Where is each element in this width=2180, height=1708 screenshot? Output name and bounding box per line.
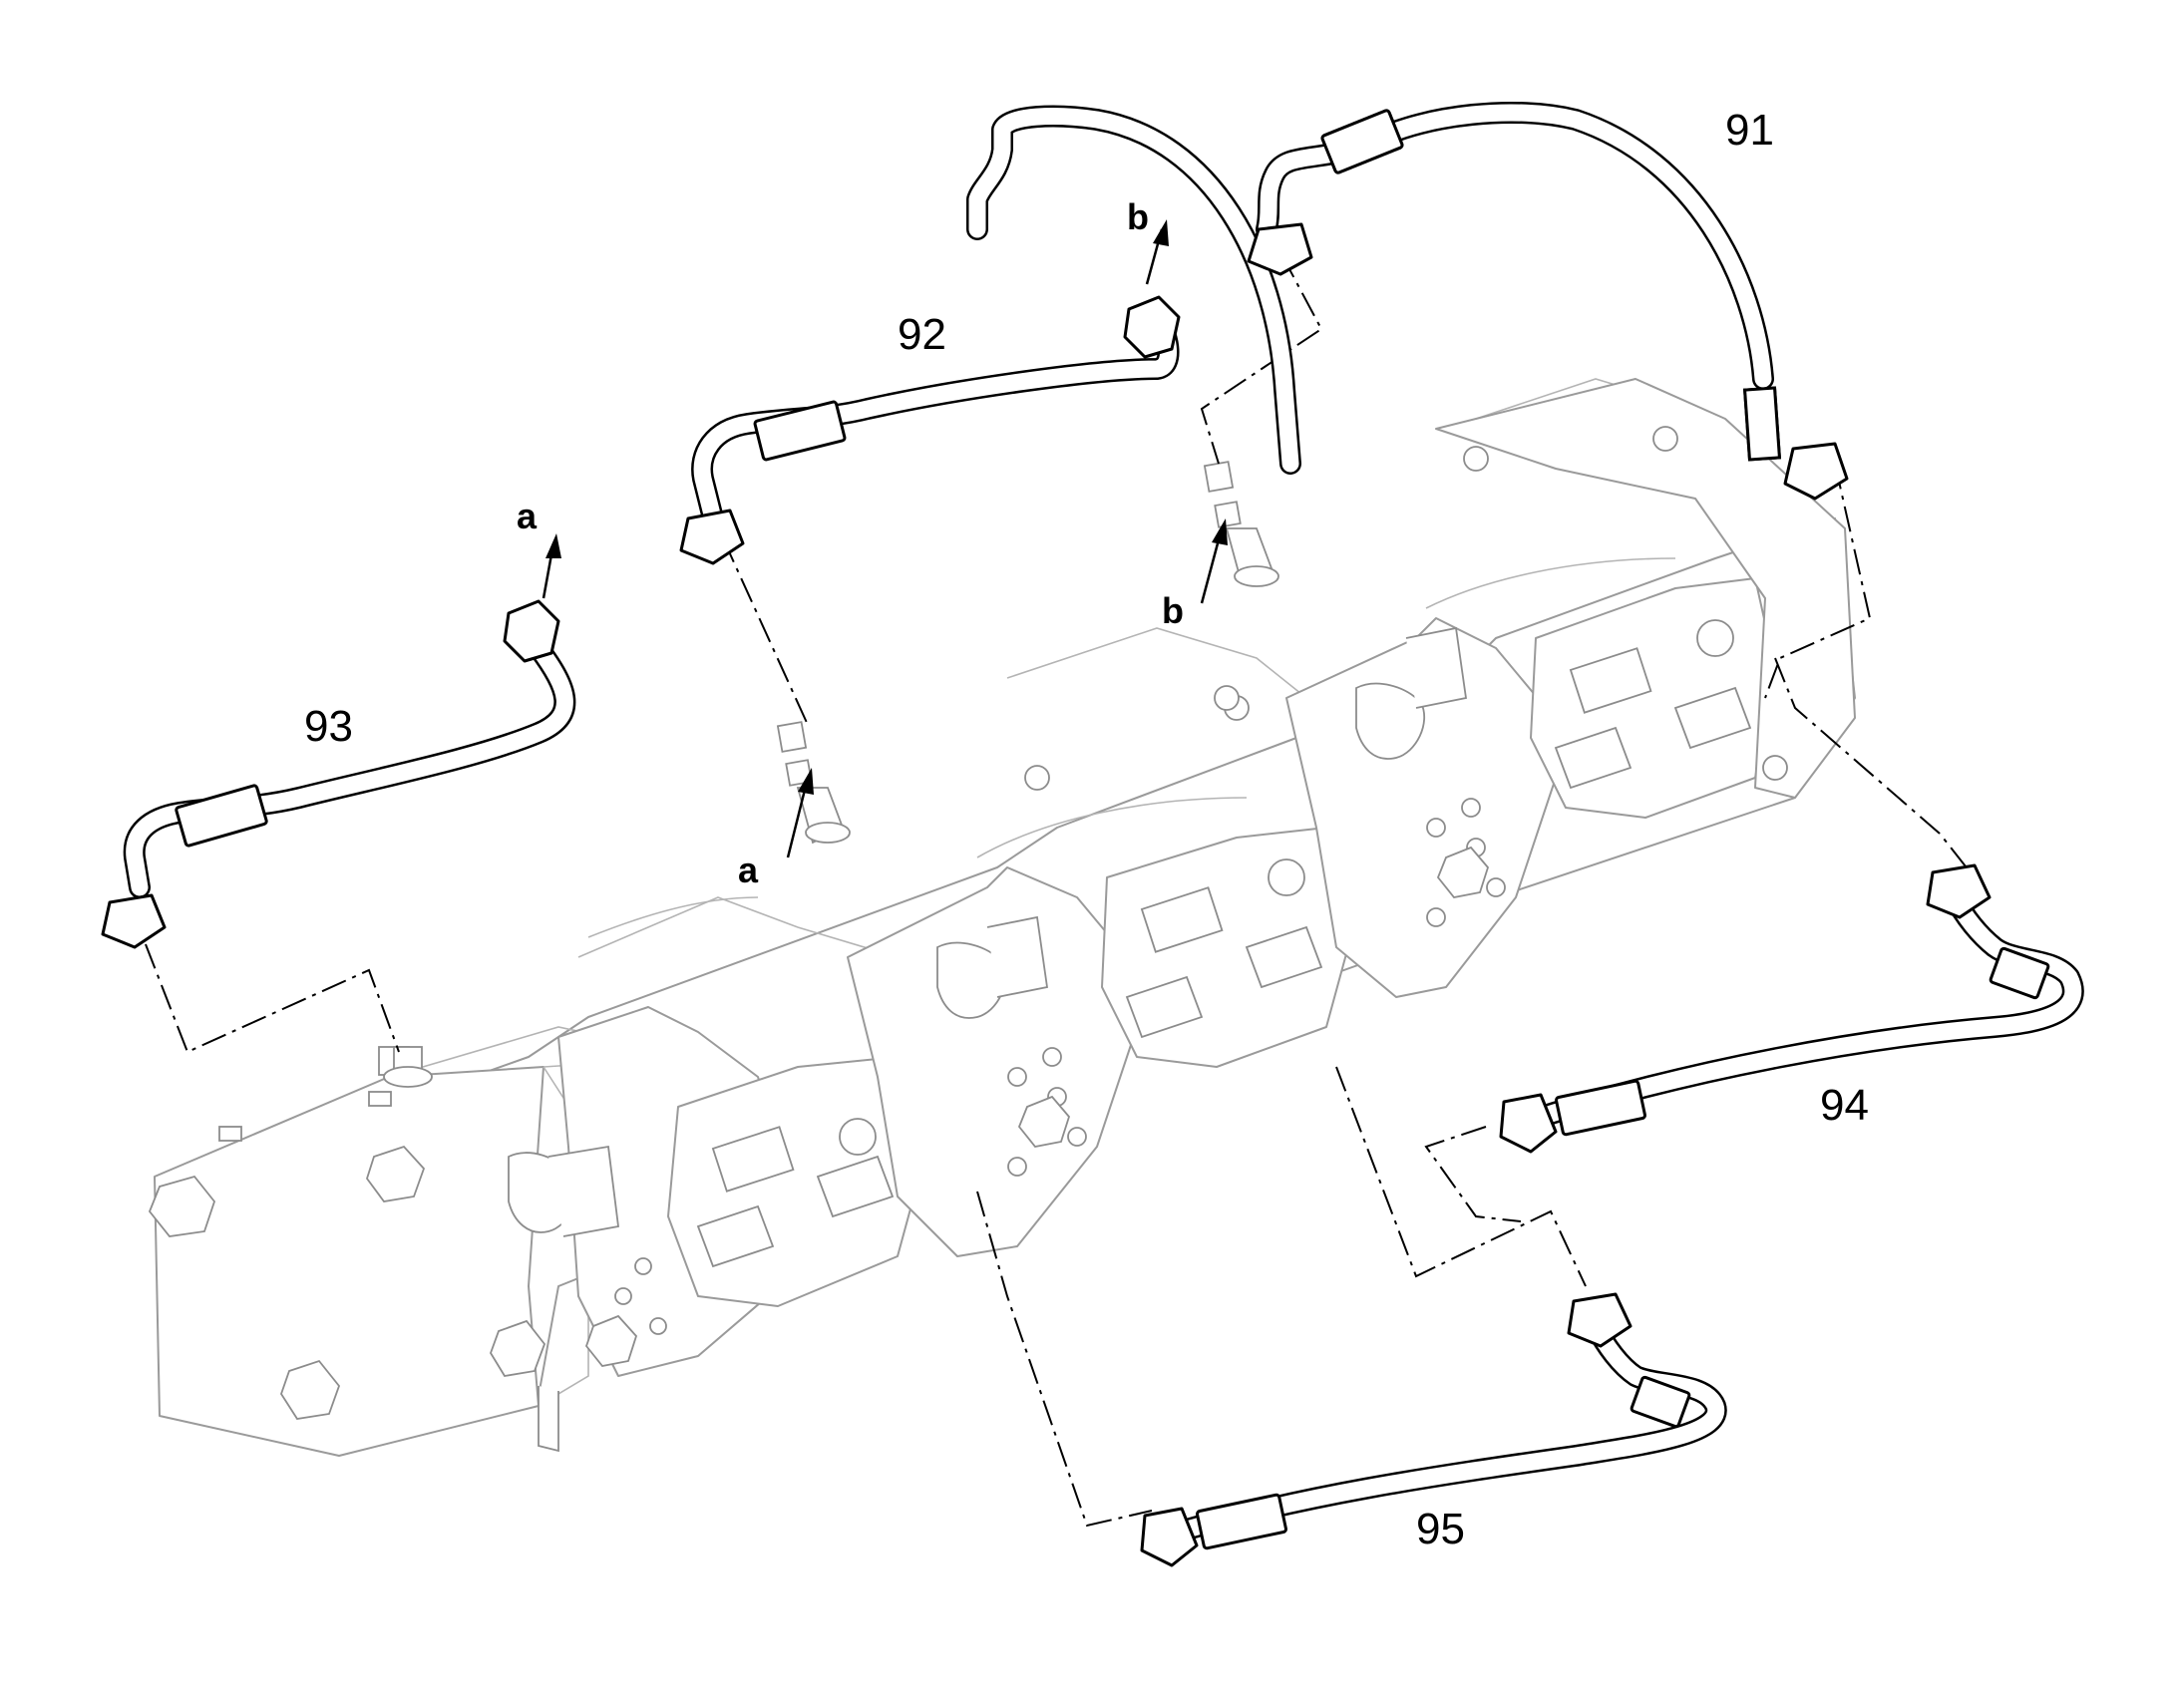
callout-93: 93 bbox=[304, 702, 353, 751]
pump-section-3 bbox=[1285, 378, 1746, 998]
label-b-top: b bbox=[1127, 196, 1149, 237]
port-fitting-b bbox=[1203, 461, 1279, 587]
arrow-b-top bbox=[1145, 219, 1169, 285]
arrow-a-mid bbox=[786, 768, 814, 858]
leader-lines bbox=[129, 253, 1972, 1528]
hose-92 bbox=[679, 295, 1181, 565]
hose-91 bbox=[966, 101, 1849, 501]
pump-section-2 bbox=[847, 627, 1307, 1257]
rear-end-flange bbox=[1024, 378, 1856, 799]
label-b-mid: b bbox=[1162, 590, 1184, 631]
callout-92: 92 bbox=[898, 310, 946, 359]
callout-91: 91 bbox=[1725, 106, 1774, 155]
arrow-b-mid bbox=[1200, 518, 1228, 604]
front-end-block bbox=[148, 1026, 699, 1457]
label-a-top: a bbox=[517, 496, 538, 536]
arrow-a-top bbox=[542, 533, 561, 599]
hose-95 bbox=[1140, 1292, 1727, 1567]
control-valve-3 bbox=[1530, 577, 1776, 819]
hose-94 bbox=[1499, 863, 2084, 1154]
callout-94: 94 bbox=[1820, 1081, 1869, 1130]
label-a-mid: a bbox=[738, 850, 759, 890]
hose-93 bbox=[101, 599, 576, 949]
control-valve-2 bbox=[1101, 827, 1357, 1068]
pump-assembly bbox=[148, 378, 1856, 1457]
port-fitting-a bbox=[776, 721, 851, 845]
callout-95: 95 bbox=[1416, 1505, 1465, 1553]
control-valve-1 bbox=[667, 1056, 928, 1307]
